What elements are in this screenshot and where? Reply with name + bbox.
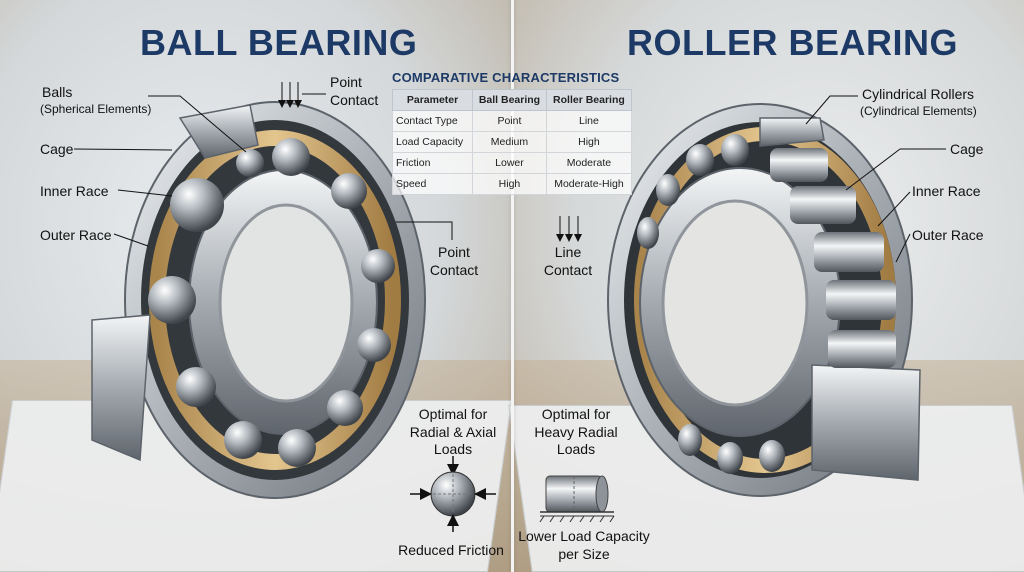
roller-element — [656, 174, 680, 206]
ball-element — [357, 328, 391, 362]
table-cell: Lower — [472, 152, 547, 174]
ball-element — [170, 178, 224, 232]
table-header: Roller Bearing — [545, 89, 633, 111]
line-contact-label: Line Contact — [543, 244, 593, 278]
ball-element — [272, 138, 310, 176]
roller-outer-race-label: Outer Race — [912, 227, 984, 243]
ball-outer-race-cutaway — [91, 314, 151, 462]
roller-element — [790, 186, 856, 224]
roller-element — [717, 442, 743, 474]
roller-element — [759, 440, 785, 472]
roller-bearing — [607, 103, 921, 497]
table-header-row: Parameter Ball Bearing Roller Bearing — [391, 89, 633, 111]
comparison-table: Parameter Ball Bearing Roller Bearing Co… — [391, 89, 633, 195]
table-header: Parameter — [391, 89, 474, 111]
table-cell: Medium — [472, 131, 547, 153]
ball-bearing — [91, 101, 426, 499]
table-header: Ball Bearing — [472, 89, 547, 111]
roller-bearing-title: ROLLER BEARING — [627, 22, 958, 63]
roller-inner-race-label: Inner Race — [912, 183, 981, 199]
point-contact-mid-label: Point Contact — [429, 244, 479, 278]
table-cell: Line — [545, 110, 633, 132]
ball-element — [278, 429, 316, 467]
panel-divider — [511, 0, 514, 572]
ball-outer-race-label: Outer Race — [40, 227, 112, 243]
point-contact-top-label: Point Contact — [330, 74, 379, 108]
roller-element — [770, 148, 828, 182]
ball-element — [176, 367, 216, 407]
lower-load-capacity-label: Lower Load Capacity per Size — [518, 528, 650, 562]
ball-cage-label: Cage — [40, 141, 74, 157]
table-row: Contact Type Point Line — [391, 110, 633, 132]
cylindrical-rollers-label: Cylindrical Rollers — [862, 86, 975, 102]
table-cell: Moderate-High — [545, 173, 633, 195]
table-cell: High — [545, 131, 633, 153]
table-cell: Moderate — [545, 152, 633, 174]
table-cell: Contact Type — [391, 110, 474, 132]
roller-element — [828, 330, 896, 368]
table-row: Speed High Moderate-High — [391, 173, 633, 195]
balls-sublabel: (Spherical Elements) — [40, 102, 152, 116]
roller-element — [826, 280, 896, 320]
roller-load-icon — [539, 475, 615, 523]
table-cell: Friction — [391, 152, 474, 174]
ball-element — [331, 173, 367, 209]
table-cell: Speed — [391, 173, 474, 195]
right-leader-lines — [556, 95, 946, 263]
ball-element — [148, 276, 196, 324]
roller-element — [814, 232, 884, 272]
table-row: Load Capacity Medium High — [391, 131, 633, 153]
ball-element — [327, 390, 363, 426]
roller-element — [721, 134, 749, 166]
roller-optimal-label: Optimal for Heavy Radial Loads — [534, 406, 618, 457]
cylindrical-rollers-sublabel: (Cylindrical Elements) — [860, 104, 977, 118]
ball-bearing-title: BALL BEARING — [140, 22, 418, 63]
roller-element — [637, 217, 659, 249]
comparison-table-panel: COMPARATIVE CHARACTERISTICS Parameter Ba… — [391, 70, 633, 195]
ball-load-icon — [410, 456, 496, 532]
ball-element — [236, 149, 264, 177]
balls-label: Balls — [42, 84, 73, 100]
roller-outer-race-cutaway — [811, 364, 921, 481]
table-cell: High — [472, 173, 547, 195]
left-leader-lines — [73, 82, 453, 247]
table-row: Friction Lower Moderate — [391, 152, 633, 174]
ball-optimal-label: Optimal for Radial & Axial Loads — [409, 406, 497, 457]
table-cell: Load Capacity — [391, 131, 474, 153]
roller-cage-label: Cage — [950, 141, 984, 157]
ball-element — [224, 421, 262, 459]
reduced-friction-label: Reduced Friction — [398, 542, 504, 558]
roller-element — [686, 144, 714, 176]
comparison-table-title: COMPARATIVE CHARACTERISTICS — [392, 70, 620, 85]
table-cell: Point — [472, 110, 547, 132]
ball-element — [361, 249, 395, 283]
roller-element — [678, 424, 702, 456]
ball-inner-race-label: Inner Race — [40, 183, 109, 199]
